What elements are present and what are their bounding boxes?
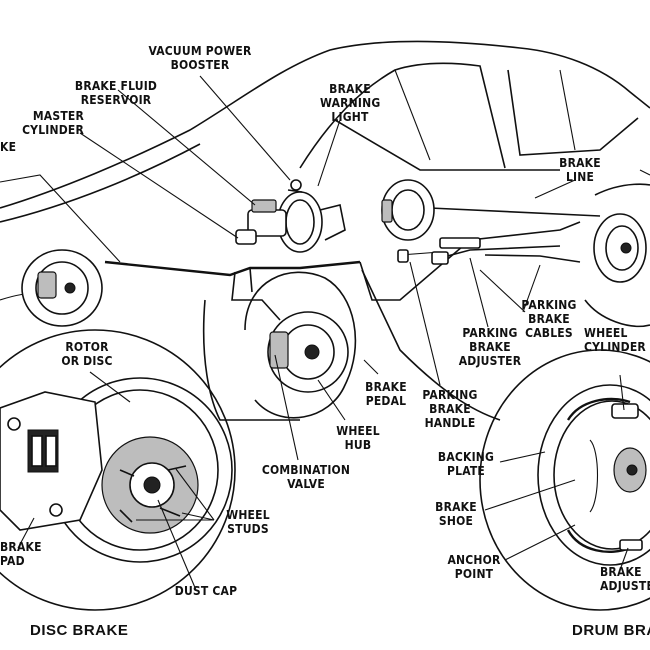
label-brake-partial: KE <box>0 140 17 154</box>
label-brake-adjuster: BRAKE ADJUSTER <box>600 565 650 593</box>
label-wheel-cylinder: WHEEL CYLINDER <box>584 326 646 354</box>
rear-right-drum <box>584 183 650 327</box>
label-brake-fluid-reservoir: BRAKE FLUID RESERVOIR <box>74 79 158 107</box>
caption-disc-brake: DISC BRAKE <box>30 622 129 639</box>
label-parking-brake-adjuster: PARKING BRAKE ADJUSTER <box>458 326 522 368</box>
disc-brake-detail <box>0 329 236 611</box>
leader-lines <box>0 75 629 591</box>
label-brake-line: BRAKE LINE <box>559 156 601 184</box>
label-vacuum-power-booster: VACUUM POWER BOOSTER <box>148 44 252 72</box>
front-left-wheel <box>21 249 103 327</box>
label-wheel-hub: WHEEL HUB <box>336 424 380 452</box>
caption-drum-brake: DRUM BRAKE <box>572 622 650 639</box>
rear-left-drum <box>381 179 435 241</box>
label-brake-pedal: BRAKE PEDAL <box>365 380 407 408</box>
label-anchor-point: ANCHOR POINT <box>447 553 501 581</box>
label-brake-warning-light: BRAKE WARNING LIGHT <box>320 82 381 124</box>
label-backing-plate: BACKING PLATE <box>437 450 495 478</box>
label-wheel-studs: WHEEL STUDS <box>226 508 270 536</box>
car-body-outline <box>0 40 650 421</box>
master-cylinder-assembly <box>235 179 346 253</box>
label-brake-shoe: BRAKE SHOE <box>435 500 477 528</box>
label-combination-valve: COMBINATION VALVE <box>261 463 351 491</box>
label-rotor-or-disc: ROTOR OR DISC <box>61 340 113 368</box>
front-right-wheel <box>244 271 357 419</box>
label-dust-cap: DUST CAP <box>174 584 238 598</box>
label-parking-brake-handle: PARKING BRAKE HANDLE <box>422 388 478 430</box>
label-parking-brake-cables: PARKING BRAKE CABLES <box>521 298 577 340</box>
label-master-cylinder: MASTER CYLINDER <box>22 109 84 137</box>
label-brake-pad: BRAKE PAD <box>0 540 42 568</box>
brake-lines <box>104 207 601 321</box>
drum-brake-detail <box>479 349 650 611</box>
